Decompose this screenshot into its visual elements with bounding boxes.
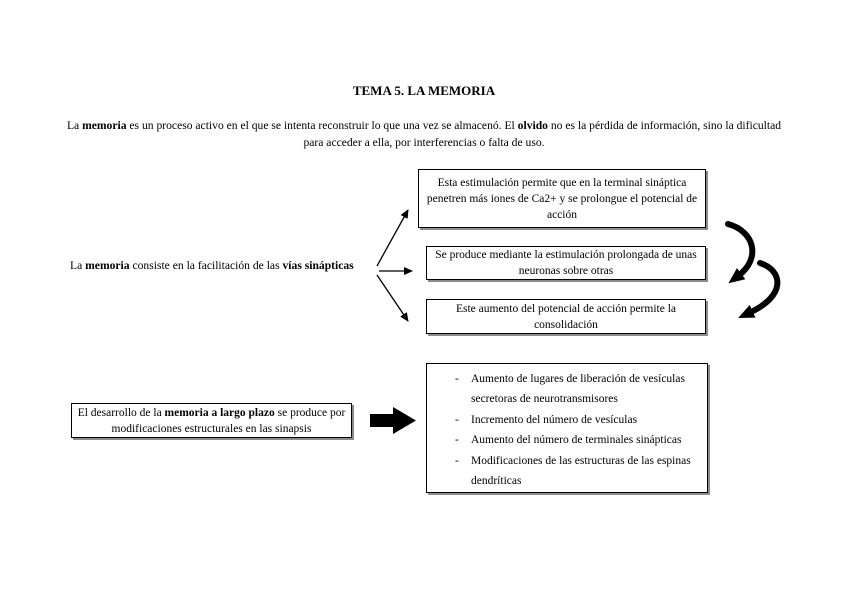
bullet-dash: - xyxy=(455,413,459,426)
box-stimulation: Esta estimulación permite que en la term… xyxy=(418,169,706,228)
statement-bold-memoria: memoria xyxy=(85,259,130,272)
box-production-text: Se produce mediante la estimulación prol… xyxy=(435,249,697,277)
intro-paragraph: La memoria es un proceso activo en el qu… xyxy=(60,117,788,151)
ltp-text: El desarrollo de la xyxy=(77,406,165,419)
box-stimulation-text: Esta estimulación permite que en la term… xyxy=(426,176,698,221)
box-long-term-memory: El desarrollo de la memoria a largo plaz… xyxy=(71,403,352,438)
block-arrow-icon xyxy=(370,407,416,434)
bullet-dash: - xyxy=(455,434,459,447)
list-item: - Modificaciones de las estructuras de l… xyxy=(455,451,697,492)
curved-arrow-top-icon xyxy=(725,221,756,284)
list-item: - Aumento del número de terminales sináp… xyxy=(455,430,697,450)
statement-text: La xyxy=(70,259,86,272)
block-arrow-group xyxy=(370,407,416,434)
list-item: - Aumento de lugares de liberación de ve… xyxy=(455,369,697,410)
memory-statement: La memoria consiste en la facilitación d… xyxy=(70,257,380,274)
intro-text: no es la pérdida de información, sino la… xyxy=(303,118,782,149)
bullet-dash: - xyxy=(455,373,459,385)
intro-bold-memoria: memoria xyxy=(82,118,127,132)
box-production: Se produce mediante la estimulación prol… xyxy=(426,246,706,280)
intro-text: La xyxy=(66,118,83,132)
box-structural-changes: - Aumento de lugares de liberación de ve… xyxy=(426,363,708,493)
box-consolidation: Este aumento del potencial de acción per… xyxy=(426,299,706,334)
bullet-dash: - xyxy=(455,454,459,467)
fan-arrows-group xyxy=(376,209,413,322)
bullet-text: Aumento de lugares de liberación de vesí… xyxy=(471,373,685,406)
ltp-text: se produce por modificaciones estructura… xyxy=(111,406,346,435)
arrow-to-consolidation-icon xyxy=(376,274,409,322)
page-title: TEMA 5. LA MEMORIA xyxy=(352,83,496,98)
arrow-to-stimulation-icon xyxy=(376,209,409,267)
box-consolidation-text: Este aumento del potencial de acción per… xyxy=(455,302,676,331)
list-item: - Incremento del número de vesículas xyxy=(455,410,697,430)
statement-bold-vias: vías sinápticas xyxy=(282,259,354,272)
bullet-text: Modificaciones de las estructuras de las… xyxy=(471,454,691,488)
bullet-text: Aumento del número de terminales sinápti… xyxy=(471,434,682,447)
ltp-bold: memoria a largo plazo xyxy=(164,406,275,419)
curved-arrow-bottom-icon xyxy=(738,260,781,319)
intro-bold-olvido: olvido xyxy=(517,118,548,132)
statement-text: consiste en la facilitación de las xyxy=(129,259,283,272)
bullet-text: Incremento del número de vesículas xyxy=(471,413,638,426)
ltp-text-wrap: El desarrollo de la memoria a largo plaz… xyxy=(76,405,347,437)
intro-text: es un proceso activo en el que se intent… xyxy=(126,118,518,132)
curved-arrows-group xyxy=(725,221,781,319)
